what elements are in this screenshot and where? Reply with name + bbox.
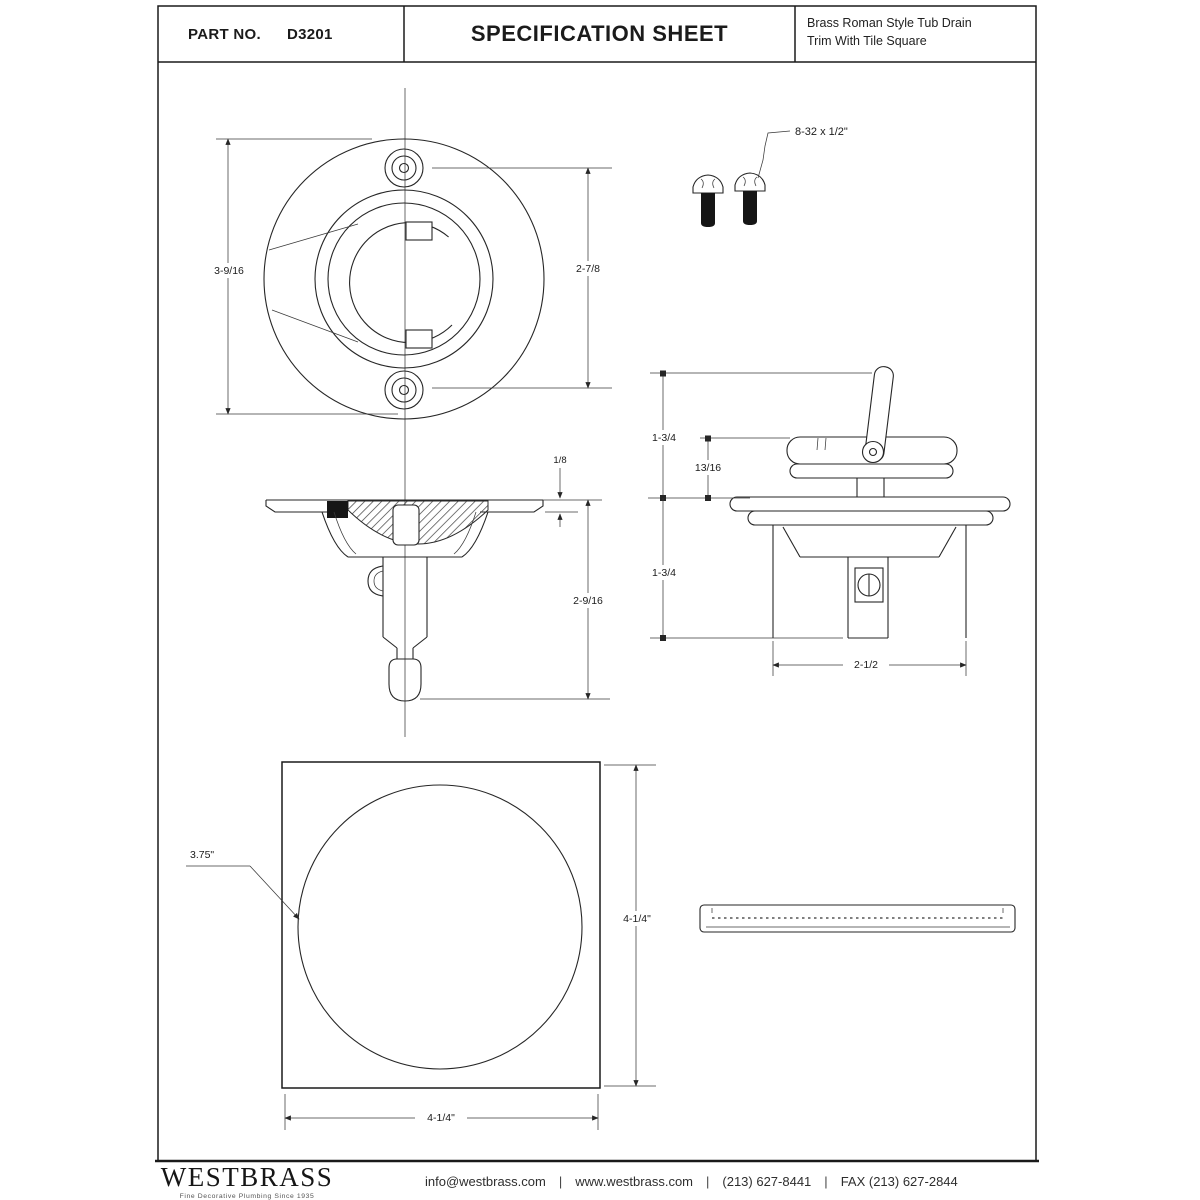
dim-label-overall-depth: 2-9/16: [573, 595, 603, 607]
drain-hole: [297, 784, 583, 1070]
product-description-line1: Brass Roman Style Tub Drain: [807, 16, 972, 30]
dim-label-flange-thickness: 1/8: [553, 455, 566, 466]
dim-tile-width: 4-1/4": [284, 1094, 599, 1130]
dim-label-tile-width: 4-1/4": [427, 1112, 455, 1124]
dim-label-flange-height: 3-9/16: [214, 265, 244, 277]
trim-flange: [729, 496, 1011, 512]
sheet-frame: [155, 5, 1039, 1163]
dim-body-width: 2-1/2: [772, 641, 967, 676]
dim-label-tile-height: 4-1/4": [623, 913, 651, 925]
screw-size-label: 8-32 x 1/2": [795, 126, 848, 138]
pivot: [861, 440, 885, 464]
section-view-drawing: 1/8 2-9/16: [265, 455, 616, 702]
product-description: Brass Roman Style Tub Drain Trim With Ti…: [795, 6, 1036, 62]
center-nut: [392, 504, 420, 546]
dim-tile-height: 4-1/4": [604, 764, 662, 1087]
dim-label-hole-diameter: 3.75": [190, 849, 214, 861]
sheet-title: SPECIFICATION SHEET: [470, 21, 729, 46]
dim-flange-thickness: 1/8: [543, 455, 602, 527]
dim-handle-height: 1-3/4: [643, 370, 685, 501]
screw-hole-bottom: [384, 370, 424, 410]
contact-website: www.westbrass.com: [575, 1173, 693, 1189]
waste-outlet-symbol: [854, 567, 884, 603]
dim-screw-spacing: 2-7/8: [432, 167, 613, 389]
contact-phone: (213) 627-8441: [722, 1173, 812, 1189]
stopper-ball: [388, 658, 422, 702]
dim-overall-depth: 2-9/16: [420, 499, 616, 700]
dim-label-body-depth: 1-3/4: [652, 567, 676, 579]
contact-separator: |: [706, 1173, 710, 1189]
contact-separator: |: [558, 1173, 563, 1189]
dim-label-handle-height: 1-3/4: [652, 432, 676, 444]
part-number-label: PART NO.: [188, 25, 261, 43]
brand-logo: WESTBRASS Fine Decorative Plumbing Since…: [158, 1164, 336, 1200]
contact-fax: FAX (213) 627-2844: [840, 1173, 958, 1189]
tile-edge-view-drawing: [699, 904, 1016, 933]
screw-right: [734, 172, 766, 225]
dim-lever-height: 13/16: [689, 435, 728, 501]
screw-hole-top: [384, 148, 424, 188]
dim-label-body-width: 2-1/2: [854, 659, 878, 671]
part-number-value: D3201: [286, 25, 333, 43]
side-view-drawing: 1-3/4 13/16 1-3/4 2-1/2: [643, 366, 1011, 676]
dim-label-lever-height: 13/16: [695, 462, 721, 474]
product-description-line2: Trim With Tile Square: [807, 33, 927, 48]
seal-block: [327, 501, 348, 518]
tile-square: [281, 761, 601, 1089]
screw-leader-line: [757, 130, 791, 179]
contact-separator: |: [824, 1173, 828, 1189]
screw-left: [692, 174, 724, 227]
dim-flange-height: 3-9/16: [204, 138, 398, 415]
contact-bar: info@westbrass.com | www.westbrass.com |…: [425, 1162, 958, 1200]
tile-view-drawing: 3.75" 4-1/4" 4-1/4": [186, 761, 662, 1130]
brand-name: WESTBRASS: [160, 1162, 334, 1192]
front-view-drawing: 3-9/16 2-7/8: [204, 88, 613, 737]
brand-tagline: Fine Decorative Plumbing Since 1935: [179, 1193, 315, 1200]
part-number-cell: PART NO. D3201: [158, 6, 404, 62]
screws-drawing: 8-32 x 1/2": [692, 126, 848, 227]
dim-body-depth: 1-3/4: [643, 498, 685, 641]
contact-email: info@westbrass.com: [425, 1173, 546, 1189]
dim-label-screw-spacing: 2-7/8: [576, 263, 600, 275]
